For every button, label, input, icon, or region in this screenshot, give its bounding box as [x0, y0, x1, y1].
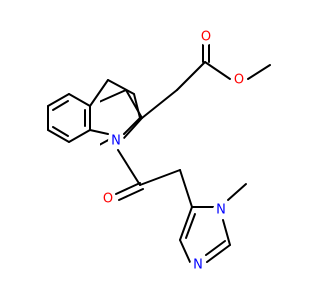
- bond-bz-d2: [52, 126, 69, 137]
- bond-bz-b: [47, 93, 70, 107]
- atom-imidazole-n: N: [190, 257, 206, 273]
- amide-o-label: O: [103, 192, 113, 207]
- bond-5r-c: [133, 93, 141, 119]
- bond-bz-e: [68, 129, 91, 143]
- indoline-n-label: N: [111, 134, 121, 149]
- bond-im-c4-c5-b: [185, 213, 196, 239]
- atom-indoline-n: N: [108, 133, 124, 149]
- bond-cacyl-o-b: [118, 188, 144, 201]
- bond-ch2-co: [176, 61, 206, 91]
- structure-diagram: O O N O N N: [30, 29, 271, 273]
- bond-cacyl-ch2: [139, 169, 181, 186]
- molecule-svg: O O N O N N: [30, 29, 271, 273]
- imidazole-n-label: N: [193, 258, 203, 273]
- bond-bz-d: [47, 129, 70, 143]
- bond-5r-b: [107, 79, 135, 95]
- bond-bz-a: [68, 93, 91, 107]
- atom-ester-methoxy-o: O: [231, 72, 247, 88]
- bond-im-c2-n3-a: [206, 244, 231, 263]
- bond-5r-d: [123, 117, 141, 135]
- atom-ester-carbonyl-o: O: [198, 29, 214, 45]
- bond-c2-ch2: [141, 89, 178, 119]
- bond-n1-cacyl: [117, 149, 141, 186]
- atom-amide-o: O: [100, 191, 116, 207]
- atom-imidazole-n-methyl: N: [213, 202, 229, 218]
- bond-im-c2-n3-b: [205, 240, 226, 256]
- bond-5r-a: [89, 79, 109, 107]
- bond-co-o-single: [204, 61, 231, 80]
- bond-n-methyl: [227, 183, 247, 201]
- bond-cacyl-o-a: [115, 182, 141, 195]
- atom-labels: O O N O N N: [100, 29, 247, 273]
- bond-im-n1-c2: [222, 219, 231, 246]
- bond-ch2-im: [179, 169, 193, 208]
- bond-o-me: [247, 64, 271, 80]
- bond-im-n3-c4: [179, 239, 191, 263]
- bond-bz-b2: [52, 100, 69, 111]
- imidazole-n-methyl-label: N: [216, 203, 226, 218]
- bond-c2-n1: [123, 117, 143, 139]
- ester-methoxy-o-label: O: [234, 73, 244, 88]
- ester-carbonyl-o-label: O: [201, 30, 211, 45]
- indoline-five-ring: [89, 79, 141, 135]
- benzene-ring: [30, 85, 100, 175]
- bond-im-c4-c5-a: [179, 206, 193, 241]
- bond-5r-e: [89, 129, 109, 135]
